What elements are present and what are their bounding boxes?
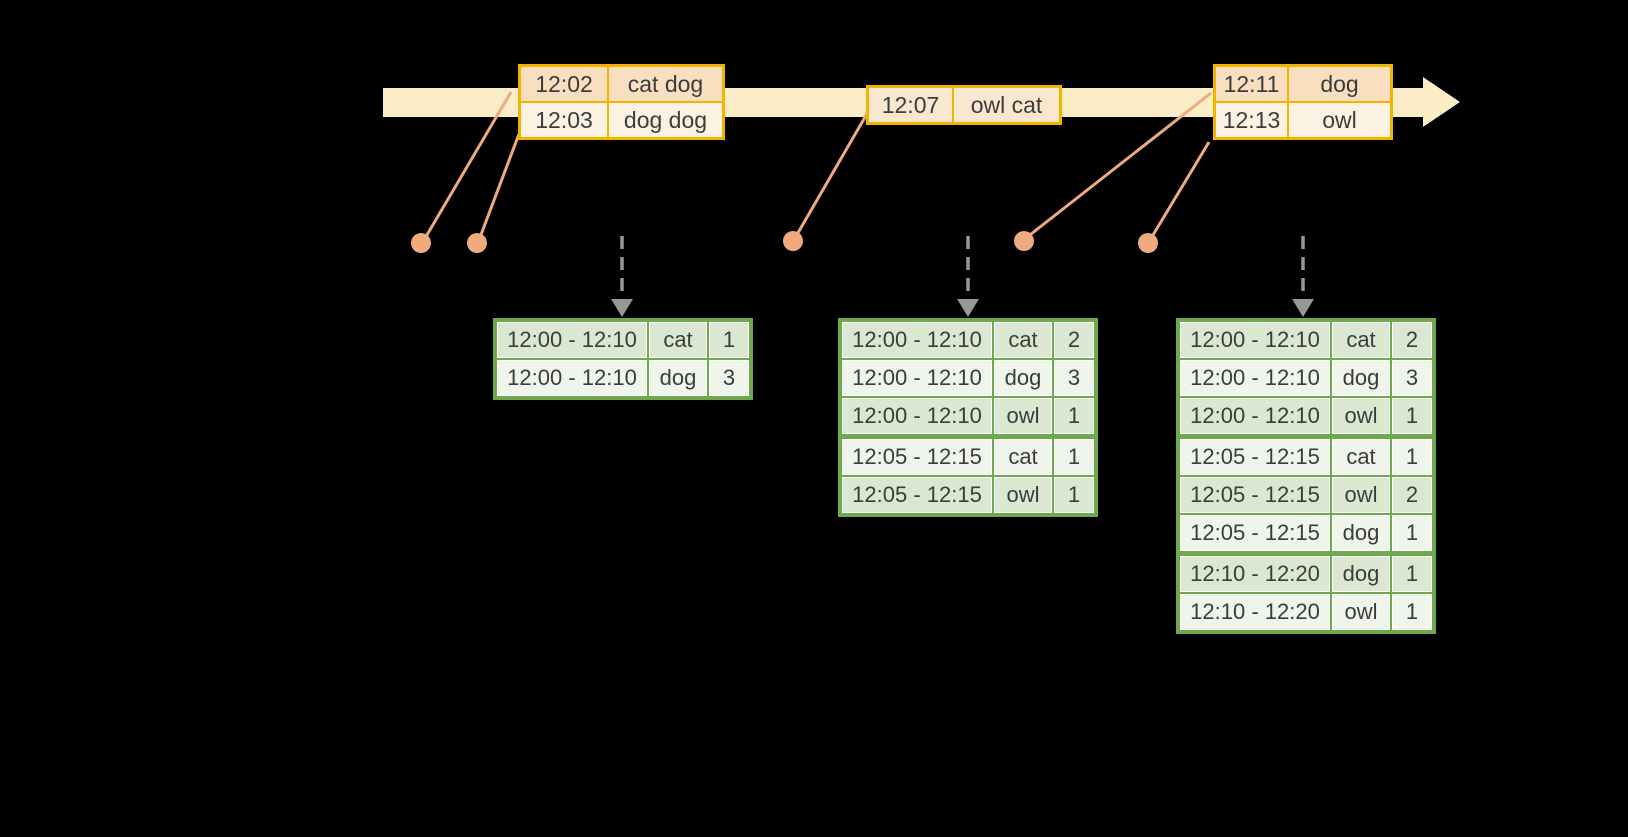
event-words-cell: cat dog — [609, 67, 722, 101]
event-words-cell: owl cat — [954, 88, 1059, 122]
result-count-cell: 1 — [1054, 477, 1094, 513]
result-word-cell: dog — [1332, 556, 1390, 592]
result-word-cell: dog — [994, 360, 1052, 396]
event-time-cell: 12:07 — [869, 88, 952, 122]
event-dot — [467, 233, 487, 253]
result-window-cell: 12:00 - 12:10 — [497, 322, 647, 358]
result-word-cell: cat — [994, 322, 1052, 358]
event-dot — [411, 233, 431, 253]
result-count-cell: 1 — [709, 322, 749, 358]
result-word-cell: cat — [649, 322, 707, 358]
result-word-cell: dog — [1332, 360, 1390, 396]
result-count-cell: 1 — [1392, 515, 1432, 551]
result-window-cell: 12:00 - 12:10 — [1180, 398, 1330, 434]
result-count-cell: 1 — [1392, 594, 1432, 630]
result-window-cell: 12:00 - 12:10 — [842, 322, 992, 358]
event-connector-line — [1148, 141, 1211, 241]
result-window-cell: 12:00 - 12:10 — [497, 360, 647, 396]
result-count-cell: 3 — [1054, 360, 1094, 396]
result-window-cell: 12:00 - 12:10 — [842, 360, 992, 396]
result-window-cell: 12:10 - 12:20 — [1180, 594, 1330, 630]
result-word-cell: owl — [1332, 477, 1390, 513]
result-count-cell: 1 — [1392, 439, 1432, 475]
result-window-cell: 12:00 - 12:10 — [1180, 322, 1330, 358]
result-count-cell: 1 — [1392, 556, 1432, 592]
result-window-cell: 12:05 - 12:15 — [842, 477, 992, 513]
result-count-cell: 2 — [1392, 477, 1432, 513]
event-connector-line — [793, 111, 870, 239]
result-window-cell: 12:05 - 12:15 — [1180, 515, 1330, 551]
result-word-cell: cat — [1332, 439, 1390, 475]
event-time-cell: 12:11 — [1216, 67, 1287, 101]
event-connector-lines — [422, 91, 1212, 241]
trigger-arrowhead-icon — [957, 299, 979, 317]
timeline-arrowhead-icon — [1423, 77, 1460, 127]
trigger-arrows — [611, 236, 1314, 317]
result-count-cell: 2 — [1054, 322, 1094, 358]
event-connector-line — [422, 91, 513, 241]
result-word-cell: owl — [994, 398, 1052, 434]
result-word-cell: owl — [1332, 594, 1390, 630]
event-time-cell: 12:02 — [521, 67, 607, 101]
trigger-arrowhead-icon — [1292, 299, 1314, 317]
result-count-cell: 2 — [1392, 322, 1432, 358]
result-count-cell: 1 — [1054, 398, 1094, 434]
event-dot — [1138, 233, 1158, 253]
result-window-cell: 12:00 - 12:10 — [1180, 360, 1330, 396]
result-word-cell: dog — [649, 360, 707, 396]
result-count-cell: 1 — [1054, 439, 1094, 475]
result-window-cell: 12:05 - 12:15 — [1180, 477, 1330, 513]
result-word-cell: owl — [994, 477, 1052, 513]
event-words-cell: dog dog — [609, 103, 722, 137]
result-word-cell: dog — [1332, 515, 1390, 551]
result-count-cell: 1 — [1392, 398, 1432, 434]
result-window-cell: 12:05 - 12:15 — [1180, 439, 1330, 475]
result-word-cell: cat — [1332, 322, 1390, 358]
result-word-cell: owl — [1332, 398, 1390, 434]
result-window-cell: 12:10 - 12:20 — [1180, 556, 1330, 592]
event-time-cell: 12:03 — [521, 103, 607, 137]
result-count-cell: 3 — [709, 360, 749, 396]
result-window-cell: 12:05 - 12:15 — [842, 439, 992, 475]
event-time-cell: 12:13 — [1216, 103, 1287, 137]
event-words-cell: dog — [1289, 67, 1390, 101]
event-dot — [1014, 231, 1034, 251]
event-connector-line — [1025, 91, 1212, 240]
result-word-cell: cat — [994, 439, 1052, 475]
event-dot — [783, 231, 803, 251]
result-count-cell: 3 — [1392, 360, 1432, 396]
result-window-cell: 12:00 - 12:10 — [842, 398, 992, 434]
trigger-arrowhead-icon — [611, 299, 633, 317]
event-words-cell: owl — [1289, 103, 1390, 137]
event-connector-line — [477, 133, 521, 241]
event-dots — [411, 231, 1158, 253]
